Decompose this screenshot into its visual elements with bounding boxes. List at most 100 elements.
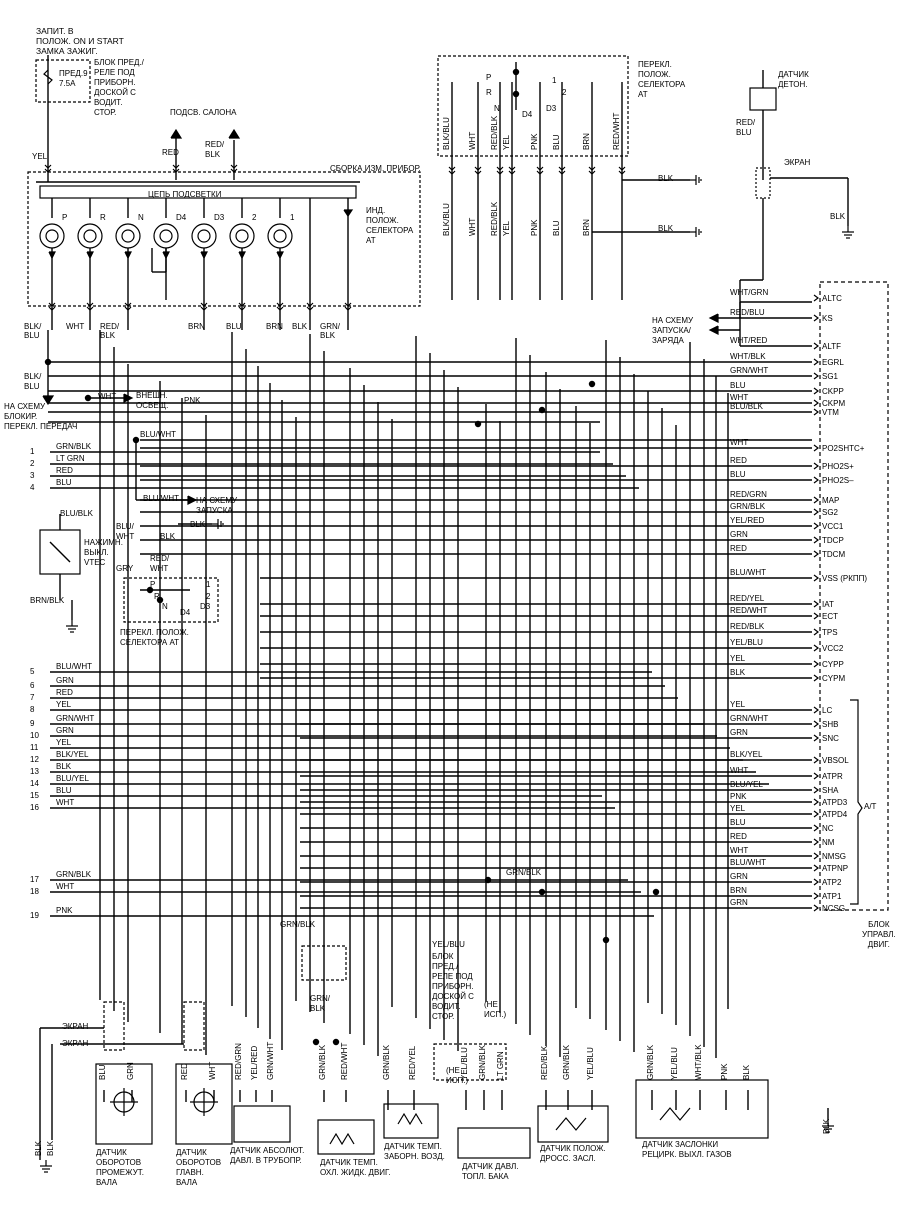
ecu-wire-label-37: GRN: [730, 898, 748, 907]
selector-lower-pin-D4: D4: [180, 608, 191, 617]
connector-icon: [238, 306, 246, 311]
selector-lower-wire-5: BLU: [552, 220, 561, 236]
sensor-3-wire-0: GRN/BLK: [318, 1044, 327, 1080]
ecu-pin-KS: KS: [822, 314, 833, 323]
ecu-wire-label-20: YEL/BLU: [730, 638, 763, 647]
vtec-switch-label: НАЖИМН. ВЫКЛ. VTEC: [84, 538, 123, 567]
ecu-wire-label-21: YEL: [730, 654, 746, 663]
connector-icon: [306, 302, 314, 307]
screen-label-2: ЭКРАН: [62, 1039, 89, 1048]
thermistor-icon: [397, 1112, 423, 1126]
ecu-pin-icon: [813, 342, 819, 350]
fuse-icon: [43, 69, 53, 85]
shield-box-2: [183, 1001, 205, 1051]
knock-sensor-body: [749, 87, 777, 111]
wire-number-11: 11: [30, 743, 39, 752]
ecu-pin-ATPD4: ATPD4: [822, 810, 848, 819]
ecu-pin-icon: [813, 444, 819, 452]
backlight-bar: [39, 185, 357, 199]
sensor-2-wire-1: YEL/RED: [250, 1045, 259, 1080]
ecu-pin-icon: [813, 878, 819, 886]
vtec-contact: [49, 541, 71, 563]
sensor-7-wire-0: GRN/BLK: [646, 1044, 655, 1080]
at-group-label: A/T: [864, 802, 877, 811]
ecu-wire-label-0: WHT/GRN: [730, 288, 769, 297]
start-charge-ref-label: НА СХЕМУ ЗАПУСКА/ ЗАРЯДА: [652, 316, 694, 345]
connector-box-ect: [301, 945, 347, 981]
arrow-right-icon: [123, 393, 134, 403]
lamp-filament-icon: [83, 229, 97, 243]
connector-icon: [536, 170, 544, 175]
ecu-wire-label-4: GRN/WHT: [730, 366, 769, 375]
sensor-name-6: ДАТЧИК ПОЛОЖ. ДРОСС. ЗАСЛ.: [540, 1144, 606, 1163]
connector-icon: [508, 170, 516, 175]
ecu-pin-icon: [813, 904, 819, 912]
connector-icon: [306, 306, 314, 311]
ecu-pin-icon: [813, 660, 819, 668]
ecu-pin-ALTF: ALTF: [822, 342, 841, 351]
cluster-wire-label-1: WHT: [66, 322, 85, 331]
wire-blk-blu-label: BLK/ BLU: [24, 372, 42, 391]
connector-icon: [172, 164, 180, 169]
lamp-label-N: N: [138, 213, 144, 222]
selector-top-pin-1: 1: [552, 76, 557, 85]
backlight-circuit-label: ЦЕПЬ ПОДСВЕТКИ: [148, 190, 222, 199]
cluster-wire-label-2: RED/ BLK: [100, 322, 120, 340]
ecu-pin-icon: [813, 314, 819, 322]
wire-color-6: GRN: [56, 676, 74, 685]
diode-icon: [276, 251, 284, 260]
ecu-pin-icon: [813, 294, 819, 302]
lamp-label-2: 2: [252, 213, 257, 222]
sensor-4-wire-0: GRN/BLK: [382, 1044, 391, 1080]
wire-yel-label: YEL: [32, 152, 48, 161]
selector-top-pin-N: N: [494, 104, 500, 113]
ecu-wire-label-22: BLK: [730, 668, 746, 677]
ecu-pin-NM: NM: [822, 838, 835, 847]
wire-color-19: PNK: [56, 906, 73, 915]
diode-icon: [124, 251, 132, 260]
diode-icon: [162, 251, 170, 260]
junction-dot: [156, 596, 164, 604]
arrow-left-icon: [708, 325, 719, 335]
connector-icon: [508, 166, 516, 171]
ecu-pin-icon: [813, 522, 819, 530]
ecu-pin-icon: [813, 720, 819, 728]
selector-lower-wire-6: BRN: [582, 219, 591, 236]
ecu-pin-LC: LC: [822, 706, 833, 715]
ecu-pin-CYPP: CYPP: [822, 660, 844, 669]
diode-icon: [86, 251, 94, 260]
ecu-pin-EGRL: EGRL: [822, 358, 844, 367]
knock-wire-label: RED/ BLU: [736, 118, 756, 137]
wire-number-3: 3: [30, 471, 35, 480]
selector-top-wire-5: BLU: [552, 134, 561, 150]
ecu-pin-MAP: MAP: [822, 496, 840, 505]
potentiometer-icon: [555, 1117, 587, 1131]
sensor-tps: [537, 1105, 609, 1143]
wire-grn-blk-v-label: GRN/ BLK: [310, 994, 330, 1013]
sensor-name-2: ДАТЧИК АБСОЛЮТ. ДАВЛ. В ТРУБОПР.: [230, 1146, 305, 1165]
lamp-label-R: R: [100, 213, 106, 222]
ecu-pin-icon: [813, 798, 819, 806]
ecu-pin-icon: [813, 810, 819, 818]
screen-label-1: ЭКРАН: [62, 1022, 89, 1031]
junction-dot: [84, 394, 92, 402]
cluster-wire-label-7: GRN/ BLK: [320, 322, 340, 340]
selector-lower-pin-1: 1: [206, 580, 211, 589]
ecu-pin-icon: [813, 387, 819, 395]
connector-icon: [588, 170, 596, 175]
ecu-pin-icon: [813, 408, 819, 416]
selector-top-wire-0: BLK/BLU: [442, 117, 451, 150]
wire-blu-wht-label: BLU/WHT: [140, 430, 176, 439]
selector-top-pin-D3: D3: [546, 104, 557, 113]
connector-icon: [496, 166, 504, 171]
ecu-pin-VTM: VTM: [822, 408, 839, 417]
ecu-pin-VCC1: VCC1: [822, 522, 844, 531]
knock-sensor-label: ДАТЧИК ДЕТОН.: [778, 70, 809, 89]
wire-number-18: 18: [30, 887, 39, 896]
wire-blu-wht-label-2: BLU/WHT: [143, 494, 179, 503]
wire-color-1: GRN/BLK: [56, 442, 92, 451]
connector-icon: [536, 166, 544, 171]
ecu-wire-label-10: BLU: [730, 470, 746, 479]
ecu-pin-icon: [813, 476, 819, 484]
wire-number-1: 1: [30, 447, 35, 456]
